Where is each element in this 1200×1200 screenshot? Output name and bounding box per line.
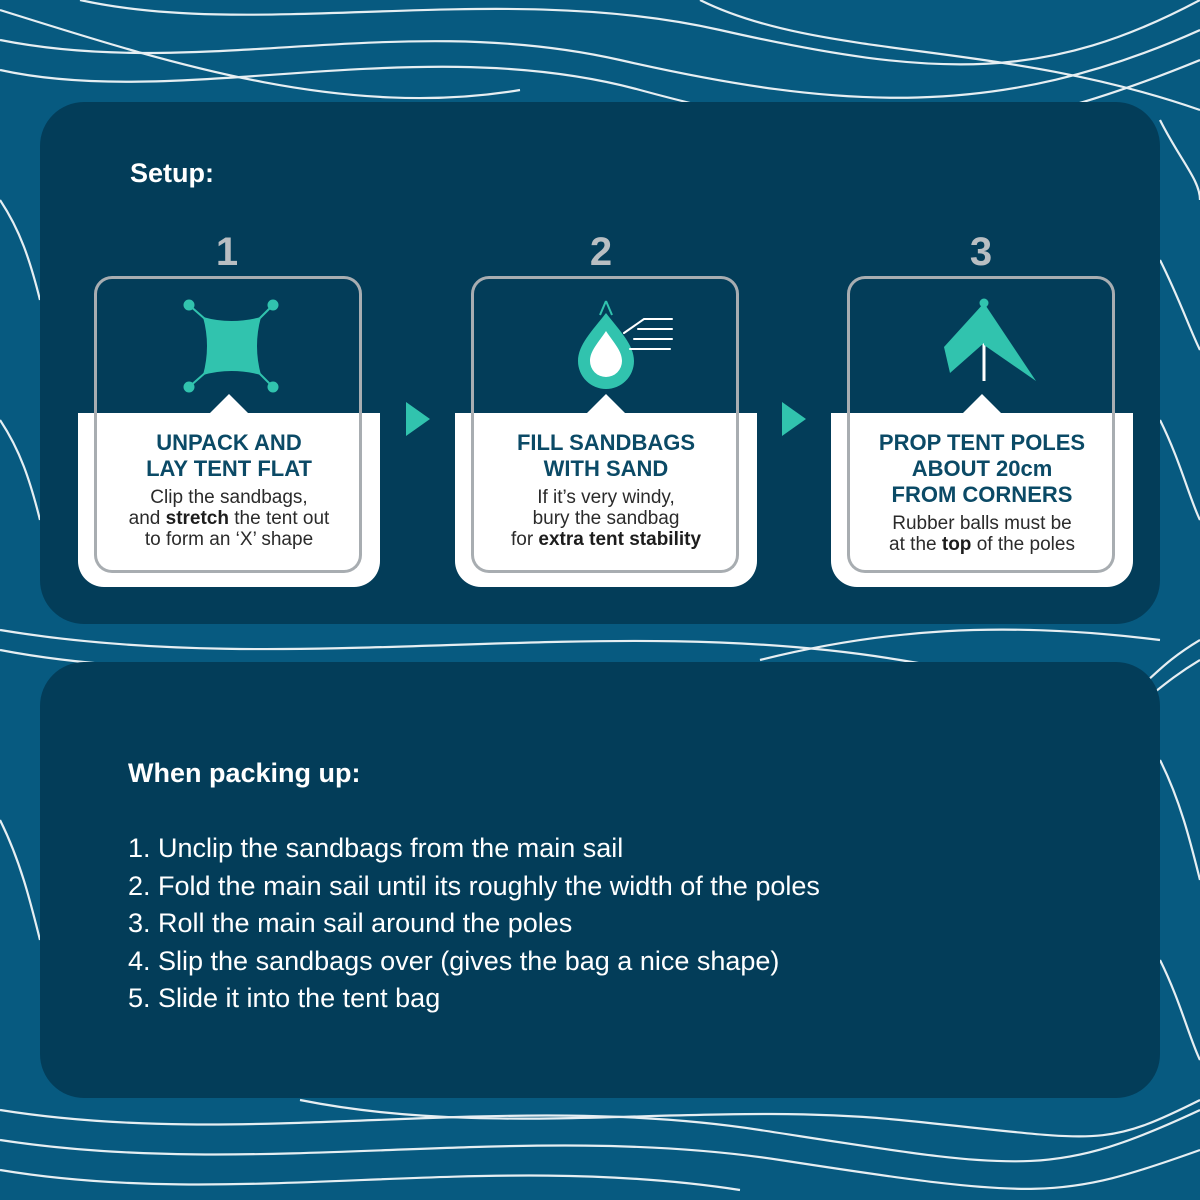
step-3-text: PROP TENT POLES ABOUT 20cm FROM CORNERS … xyxy=(831,430,1133,555)
step-2-body-line-2: bury the sandbag xyxy=(532,508,680,529)
setup-title: Setup: xyxy=(130,158,214,188)
step-1-number: 1 xyxy=(215,230,239,274)
step-2-body-line-1: If it’s very windy, xyxy=(537,487,675,508)
step-1-body-line-1: Clip the sandbags, xyxy=(150,487,308,508)
step-2-heading: FILL SANDBAGS WITH SAND xyxy=(465,430,747,482)
step-1-card-border xyxy=(94,413,362,573)
step-3-number: 3 xyxy=(969,230,993,274)
tent-flat-icon xyxy=(183,299,279,393)
list-item: 2. Fold the main sail until its roughly … xyxy=(128,870,820,901)
step-3-body-line-1: Rubber balls must be xyxy=(892,513,1072,534)
step-2-body-line-3: for extra tent stability xyxy=(455,529,757,550)
step-3-heading-line-2: ABOUT 20cm xyxy=(911,456,1053,481)
arrow-right-icon xyxy=(782,402,806,436)
step-3-heading-line-1: PROP TENT POLES xyxy=(878,430,1086,455)
packing-title: When packing up: xyxy=(128,758,361,788)
step-2-text: FILL SANDBAGS WITH SAND If it’s very win… xyxy=(455,430,757,550)
list-item: 5. Slide it into the tent bag xyxy=(128,983,441,1013)
step-1-body-line-3: to form an ‘X’ shape xyxy=(144,529,314,550)
step-1-heading-line-2: LAY TENT FLAT xyxy=(146,456,312,481)
step-1-body-bold: stretch xyxy=(165,508,229,529)
step-2-card-border xyxy=(471,413,739,573)
step-1-body-line-2: and stretch the tent out xyxy=(78,508,380,529)
step-3-body-bold: top xyxy=(941,534,972,555)
step-2-card xyxy=(455,394,757,587)
step-1-heading-line-1: UNPACK AND xyxy=(156,430,302,455)
step-1-body-text: and xyxy=(128,508,166,529)
step-1-card xyxy=(78,394,380,587)
step-3-body-line-2: at the top of the poles xyxy=(831,534,1133,555)
step-2-number: 2 xyxy=(589,230,613,274)
step-3-body-text: of the poles xyxy=(971,534,1075,555)
step-3-heading: PROP TENT POLES ABOUT 20cm FROM CORNERS xyxy=(841,430,1123,508)
setup-panel: Setup: 1 UNPACK AND LAY TENT FLAT Clip t… xyxy=(40,102,1160,624)
step-2-heading-line-1: FILL SANDBAGS xyxy=(516,430,696,455)
list-item: 1. Unclip the sandbags from the main sai… xyxy=(128,833,624,863)
step-2-body-text: for xyxy=(510,529,539,550)
arrow-right-icon xyxy=(406,402,430,436)
list-item: 3. Roll the main sail around the poles xyxy=(128,908,573,938)
step-3-card xyxy=(831,394,1133,587)
step-2-body-bold: extra tent stability xyxy=(538,529,702,550)
step-3-body-text: at the xyxy=(889,534,942,555)
step-2-body: If it’s very windy, bury the sandbag for… xyxy=(455,487,757,550)
step-3-card-border xyxy=(847,413,1115,573)
packing-list: 1. Unclip the sandbags from the main sai… xyxy=(128,830,820,1018)
tent-pole-icon xyxy=(944,298,1036,381)
step-1-text: UNPACK AND LAY TENT FLAT Clip the sandba… xyxy=(78,430,380,550)
step-3-body: Rubber balls must be at the top of the p… xyxy=(831,513,1133,555)
list-item: 4. Slip the sandbags over (gives the bag… xyxy=(128,945,780,976)
step-1-body-text: the tent out xyxy=(228,508,330,529)
sandbag-icon xyxy=(578,300,673,389)
step-3-heading-line-3: FROM CORNERS xyxy=(891,482,1073,507)
packing-panel: When packing up: 1. Unclip the sandbags … xyxy=(40,662,1160,1098)
step-2-heading-line-2: WITH SAND xyxy=(543,456,669,481)
step-1-heading: UNPACK AND LAY TENT FLAT xyxy=(88,430,370,482)
step-1-body: Clip the sandbags, and stretch the tent … xyxy=(78,487,380,550)
